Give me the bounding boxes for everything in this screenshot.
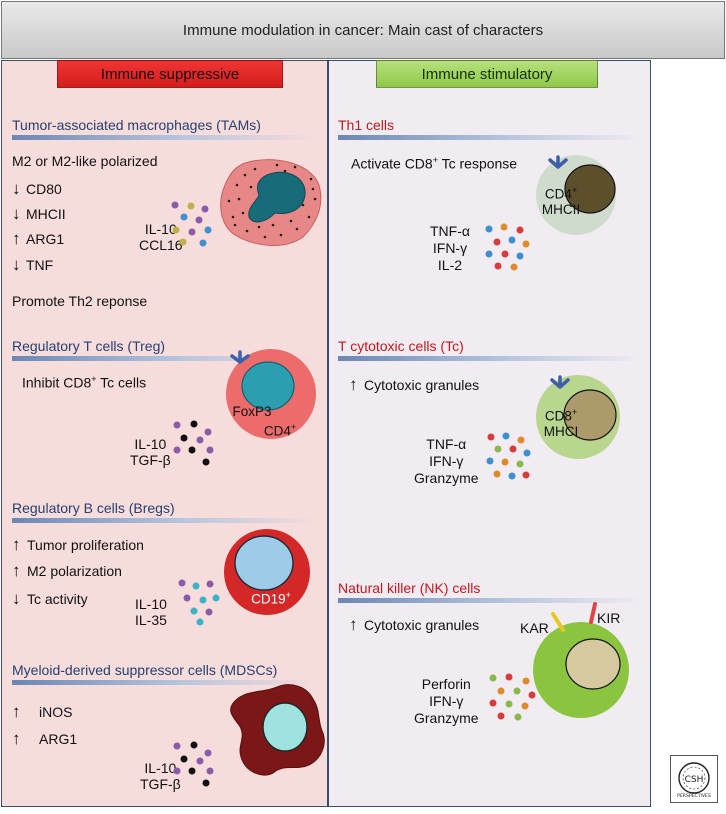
treg-cd4-label: CD4+ [263,422,297,439]
cytokine-label: CCL16 [139,237,183,254]
treg-title: Regulatory T cells (Treg) [12,338,166,354]
cytokine-label: IL-10 [144,760,177,776]
th1-title: Th1 cells [338,117,395,133]
down-arrow-icon: ↓ [12,179,21,198]
tams-item: ARG1 [26,231,65,247]
up-arrow-icon: ↑ [12,561,21,580]
csh-perspectives-logo: CSH PERSPECTIVES [670,755,718,803]
up-arrow-icon: ↑ [349,375,358,394]
figure-title: Immune modulation in cancer: Main cast o… [1,1,725,59]
th1-rule [338,135,643,140]
cytokine-label: IFN-γ [429,452,464,469]
logo-text-top: CSH [685,775,704,785]
treg-function: Inhibit CD8+ Tc cells [22,374,147,391]
cytokine-label: Granzyme [414,469,479,486]
nk-cytokine-dots [489,673,536,721]
nk-title: Natural killer (NK) cells [338,580,481,596]
nk-function: Cytotoxic granules [364,617,480,633]
up-arrow-icon: ↑ [12,229,21,248]
immune-stimulatory-header: Immune stimulatory [376,60,598,88]
tams-cytokine-dots [171,201,212,247]
cytokine-label: IL-35 [135,612,167,629]
up-arrow-icon: ↑ [12,702,21,721]
tams-polarization: M2 or M2-like polarized [12,153,158,169]
down-arrow-icon: ↓ [12,255,21,274]
mdsc-cytokine-dots [173,741,214,787]
bregs-item: Tumor proliferation [27,537,144,553]
csh-logo-icon: CSH PERSPECTIVES [677,762,711,799]
treg-cytokine-labels: IL-10 TGF-β [130,436,171,468]
treg-cell-icon [226,349,316,439]
tams-item: TNF [26,257,54,273]
bregs-cytokine-dots [178,579,220,626]
tams-cytokine-labels: IL-10 CCL16 [139,221,183,253]
cytokine-label: IFN-γ [432,239,468,256]
tams-item: MHCII [26,206,66,222]
tc-cytokine-labels: TNF-α IFN-γ Granzyme [414,436,479,486]
bregs-cytokine-labels: IL-10 IL-35 [135,596,167,628]
th1-function: Activate CD8+ Tc response [351,155,518,172]
mdsc-item: ARG1 [39,731,78,747]
cytokine-label: Granzyme [414,709,479,726]
down-arrow-icon: ↓ [12,204,21,223]
cytokine-label: IL-2 [437,256,463,273]
mdsc-rule [12,680,317,685]
up-arrow-icon: ↑ [349,615,358,634]
up-arrow-icon: ↑ [12,729,21,748]
cytokine-label: TGF-β [140,776,181,793]
treg-rule [12,356,317,361]
mdsc-item: iNOS [39,704,73,720]
logo-text-bottom: PERSPECTIVES [677,793,711,799]
kar-label: KAR [520,620,549,636]
nk-cytokine-labels: Perforin IFN-γ Granzyme [414,676,479,726]
th1-cytokine-labels: TNF-α IFN-γ IL-2 [430,223,470,273]
kir-label: KIR [597,610,621,626]
nk-cell-icon [533,602,629,718]
tc-cell-icon [536,375,620,459]
breg-cd19-label: CD19+ [251,590,291,607]
up-arrow-icon: ↑ [12,535,21,554]
tams-item: CD80 [26,181,62,197]
treg-cytokine-dots [173,420,214,466]
cytokine-label: TNF-α [426,436,467,452]
tc-cytokine-dots [486,432,531,480]
macrophage-cell-icon [220,159,322,246]
tc-title: T cytotoxic cells (Tc) [338,338,464,354]
mdsc-cell-icon [230,684,325,776]
down-arrow-icon: ↓ [12,589,21,608]
th1-cytokine-dots [485,223,530,271]
cytokine-label: TGF-β [130,452,171,469]
mdsc-title: Myeloid-derived suppressor cells (MDSCs) [12,662,278,678]
cytokine-label: IFN-γ [429,692,464,709]
breg-cell-icon [224,529,310,615]
cytokine-label: Perforin [421,676,471,692]
tams-rule [12,135,317,140]
tc-rule [338,356,643,361]
tc-cell-label: CD8+MHCI [543,407,579,440]
mdsc-cytokine-labels: IL-10 TGF-β [140,760,181,792]
bregs-item: Tc activity [27,591,88,607]
bregs-rule [12,518,317,523]
cytokine-label: IL-10 [144,221,177,237]
tams-footer: Promote Th2 reponse [12,293,148,309]
treg-foxp3-label: FoxP3 [232,404,272,419]
cytokine-label: IL-10 [134,436,167,452]
th1-cell-label: CD4+MHCII [541,185,581,218]
bregs-item: M2 polarization [27,563,122,579]
immune-suppressive-header: Immune suppressive [57,60,283,88]
tc-function: Cytotoxic granules [364,377,480,393]
th1-cell-icon [536,155,616,235]
bregs-title: Regulatory B cells (Bregs) [12,500,175,516]
cytokine-label: TNF-α [430,223,470,239]
cytokine-label: IL-10 [135,596,167,612]
tams-title: Tumor-associated macrophages (TAMs) [12,117,261,133]
nk-rule [338,598,643,603]
